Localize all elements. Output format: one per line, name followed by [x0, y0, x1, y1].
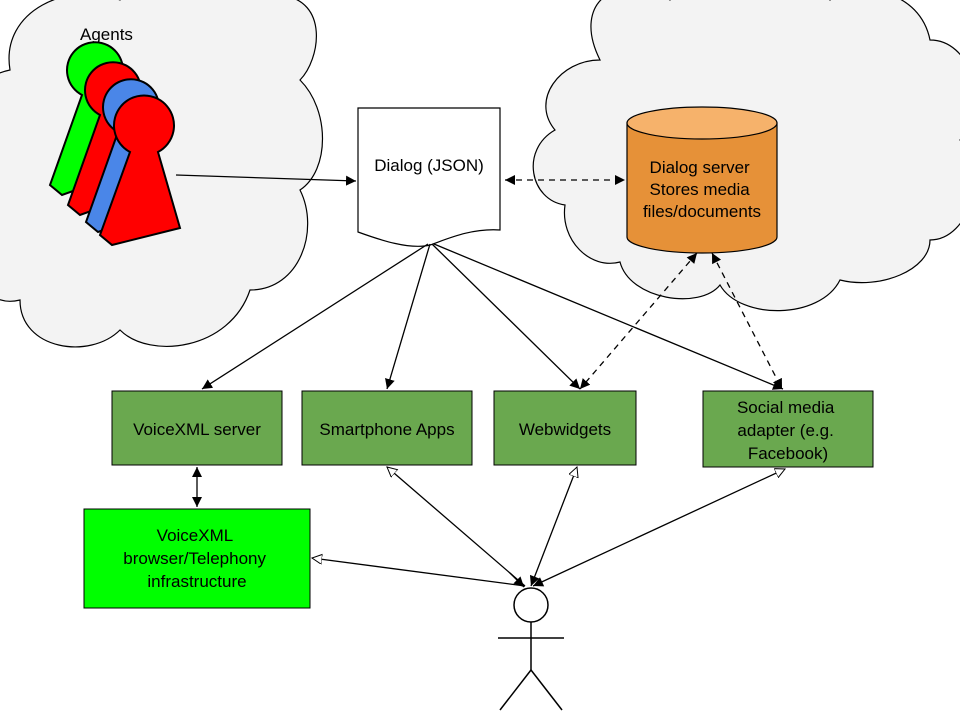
agents-to-dialog-arrow: [175, 174, 357, 186]
dialog-to-smartphone-arrow: [385, 243, 431, 390]
user-to-social-arrow: [532, 469, 785, 587]
dialog-server-line-2: Stores media: [650, 180, 751, 199]
dialog-server-line-1: Dialog server: [650, 158, 750, 177]
stick-figure-user-icon: [498, 587, 564, 711]
channel-social-media-adapter: Social media adapter (e.g. Facebook): [702, 390, 874, 468]
agents-label: Agents: [80, 25, 133, 44]
channel-label: VoiceXML server: [133, 420, 261, 439]
user-to-smartphone-arrow: [387, 467, 526, 587]
dialog-to-voicexml-arrow: [201, 243, 429, 390]
document-icon: [357, 107, 501, 247]
channel-label: Webwidgets: [519, 420, 611, 439]
server-to-webwidgets-dashed: [579, 252, 698, 390]
dialog-server-label: Dialog server Stores media files/documen…: [643, 158, 761, 221]
channel-label: Social media adapter (e.g. Facebook): [737, 398, 839, 463]
connectors: [175, 174, 785, 588]
user-to-telephony-arrow: [312, 558, 526, 587]
channel-webwidgets: Webwidgets: [493, 390, 637, 466]
telephony-infrastructure: VoiceXML browser/Telephony infrastructur…: [83, 508, 311, 609]
channel-smartphone-apps: Smartphone Apps: [301, 390, 473, 466]
dialog-to-webwidgets-arrow: [431, 243, 581, 390]
telephony-label: VoiceXML browser/Telephony infrastructur…: [123, 526, 270, 591]
server-to-social-dashed: [711, 252, 783, 390]
channel-label: Smartphone Apps: [319, 420, 454, 439]
dialog-server-database: Dialog server Stores media files/documen…: [626, 106, 778, 254]
person-figure-icon: [48, 41, 182, 247]
database-cylinder-icon: [626, 106, 778, 254]
dialog-label: Dialog (JSON): [374, 156, 484, 175]
dialog-server-line-3: files/documents: [643, 202, 761, 221]
dialog-document: Dialog (JSON): [357, 107, 501, 247]
channel-voicexml-server: VoiceXML server: [111, 390, 283, 466]
smartphone-to-user-arrowhead: [509, 572, 525, 588]
agent-figure-red-front: [98, 94, 182, 247]
